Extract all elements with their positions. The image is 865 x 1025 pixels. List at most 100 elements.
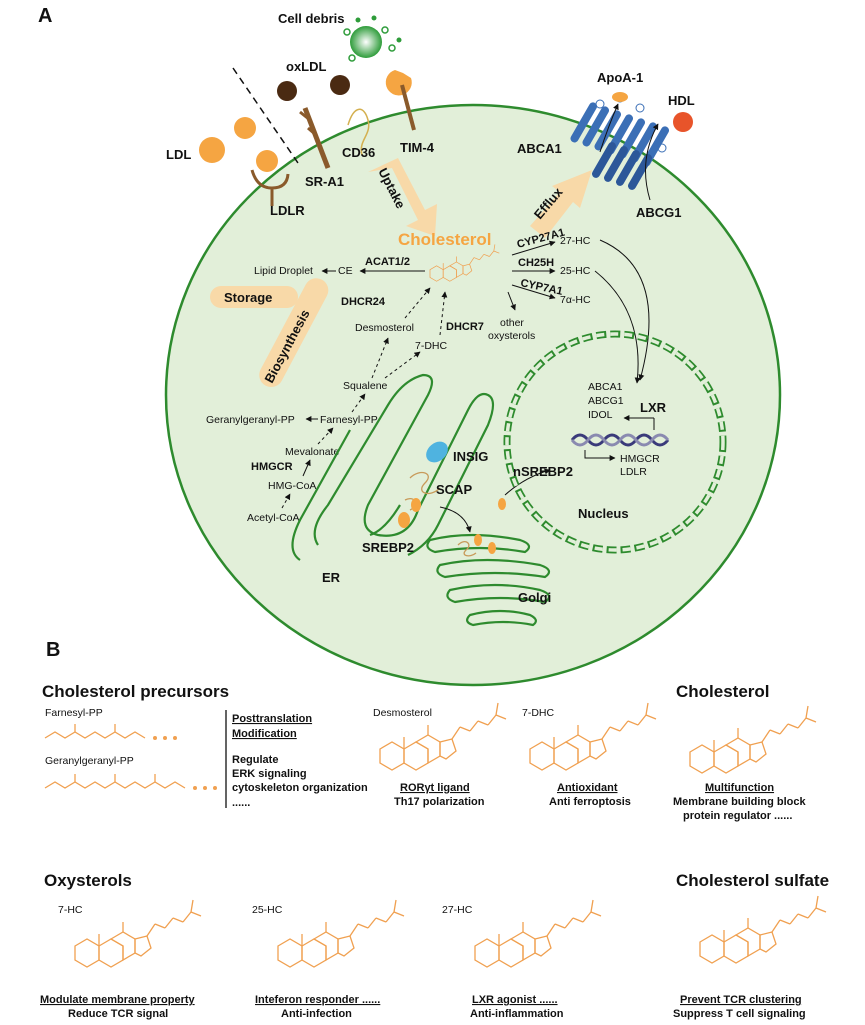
nsrebp2-cleaved-icon [498, 498, 506, 510]
desmosterol-to-cholesterol-arrow [404, 287, 431, 319]
acat-label: ACAT1/2 [365, 256, 410, 268]
srebp-target-gene: LDLR [620, 466, 647, 478]
insig-label: INSIG [453, 449, 488, 464]
cd36-label: CD36 [342, 145, 375, 160]
squalene-to-dhc7-arrow [384, 351, 421, 379]
srebp2-label: SREBP2 [362, 540, 414, 555]
ggpp-structure-icon [44, 774, 217, 790]
ldl-label: LDL [166, 147, 191, 162]
apoa1-icon [612, 92, 628, 102]
desmosterol-role: RORγt ligand [400, 782, 470, 794]
hc27-to-lxr-arrow [599, 239, 650, 381]
oxysterol-effect: Anti-infection [281, 1008, 352, 1020]
storage-badge [210, 286, 298, 308]
oxysterol-name: 7-HC [58, 904, 83, 916]
dhcr24-label: DHCR24 [341, 296, 386, 308]
dhcr7-label: DHCR7 [446, 321, 484, 333]
squalene-label: Squalene [343, 380, 388, 392]
fpp-path-label: Farnesyl-PP [320, 414, 378, 426]
golgi-srebp-icon [474, 534, 482, 546]
oxysterol-effect: Reduce TCR signal [68, 1008, 168, 1020]
other-oxysterols-line: other [500, 317, 524, 329]
golgi-srebp-icon [488, 542, 496, 554]
sra1-label: SR-A1 [305, 174, 344, 189]
abca1-label: ABCA1 [517, 141, 562, 156]
srebp-activation-arrow [584, 450, 616, 461]
ggpp-structure-label: Geranylgeranyl-PP [45, 755, 134, 767]
cholesterol-role: Multifunction [705, 782, 774, 794]
oxysterol-effect: Anti-inflammation [470, 1008, 564, 1020]
mevalonate-to-fpp-arrow [317, 427, 334, 445]
mevalonate-label: Mevalonate [285, 446, 339, 458]
uptake-arrow-icon [368, 158, 437, 236]
other-oxysterols-label: other oxysterols [488, 317, 535, 342]
cholesterol-b-structure-icon [689, 705, 817, 774]
hc7-structure-icon [74, 899, 202, 968]
hdl-label: HDL [668, 93, 695, 108]
cd36-receptor-icon [347, 108, 370, 156]
dhc7-to-cholesterol-arrow [439, 291, 448, 336]
dhc7-structure-label: 7-DHC [522, 707, 555, 719]
dhc7-effect: Anti ferroptosis [549, 796, 631, 808]
hc27-label: 27-HC [560, 235, 591, 247]
lxr-activation-arrow [624, 418, 655, 430]
ldl-particle-icon [199, 137, 225, 163]
storage-label: Storage [224, 290, 272, 305]
acetylcoa-label: Acetyl-CoA [247, 512, 300, 524]
efflux-apoa1-arrow [599, 103, 619, 153]
cyp7a1-arrow [511, 284, 556, 300]
desmosterol-label: Desmosterol [355, 322, 414, 334]
nucleus-label: Nucleus [578, 506, 629, 521]
oxldl-label: oxLDL [286, 59, 327, 74]
nsrebp2-import-arrow [504, 468, 551, 496]
tim4-label: TIM-4 [400, 140, 435, 155]
panel-a-label: A [38, 5, 52, 27]
ldlr-receptor-icon [250, 169, 290, 206]
efflux-arrow-icon [530, 170, 592, 238]
srebp2-icon [411, 498, 421, 512]
oxldl-particle-icon [330, 75, 350, 95]
other-oxysterols-line: oxysterols [488, 330, 535, 342]
acetylcoa-to-hmgcoa-arrow [281, 493, 291, 509]
cyp27a1-arrow [511, 240, 556, 256]
precursor-function: ERK signaling [232, 768, 307, 780]
oxysterols-heading: Oxysterols [44, 871, 132, 890]
nsrebp2-label: nSREBP2 [513, 464, 573, 479]
nucleus-pore-icon [505, 332, 725, 552]
cholesterol-heading: Cholesterol [676, 682, 770, 701]
cholesterol-effect: protein regulator ...... [683, 810, 792, 822]
sulfate-effect: Suppress T cell signaling [673, 1008, 806, 1020]
fpp-structure-icon [44, 724, 177, 740]
cholesterol-title: Cholesterol [398, 230, 492, 249]
hc25-to-lxr-arrow [594, 270, 641, 384]
srebp2-icon [398, 512, 410, 528]
ldl-particle-icon [234, 117, 256, 139]
fpp-structure-label: Farnesyl-PP [45, 707, 103, 719]
precursor-function: ...... [232, 797, 250, 809]
squalene-to-desmosterol-arrow [371, 337, 389, 379]
desmosterol-effect: Th17 polarization [394, 796, 485, 808]
hmgcr-label: HMGCR [251, 461, 293, 473]
oxysterol-role: LXR agonist ...... [472, 994, 558, 1006]
oxysterol-role: Inteferon responder ...... [255, 994, 380, 1006]
hc25-label: 25-HC [560, 265, 591, 277]
oxldl-particle-icon [277, 81, 297, 101]
lxr-target-gene: IDOL [588, 409, 613, 421]
precursor-function-title: Posttranslation [232, 713, 312, 725]
golgi-organelle-icon [426, 533, 551, 627]
sulfate-heading: Cholesterol sulfate [676, 871, 829, 890]
scap-to-golgi-arrow [439, 506, 472, 533]
dna-helix-icon [570, 433, 670, 447]
precursors-heading: Cholesterol precursors [42, 682, 229, 701]
cholesterol-effect: Membrane building block [673, 796, 807, 808]
ch25h-label: CH25H [518, 257, 554, 269]
er-organelle-icon [291, 373, 495, 561]
ggpp-path-label: Geranylgeranyl-PP [206, 414, 295, 426]
oxysterol-name: 27-HC [442, 904, 473, 916]
golgi-scap-icon [457, 541, 477, 557]
cell-body [164, 103, 782, 687]
cell-debris-label: Cell debris [278, 11, 344, 26]
lxr-target-gene: ABCG1 [588, 395, 624, 407]
other-oxysterol-arrow [507, 291, 516, 311]
lxr-label: LXR [640, 400, 667, 415]
